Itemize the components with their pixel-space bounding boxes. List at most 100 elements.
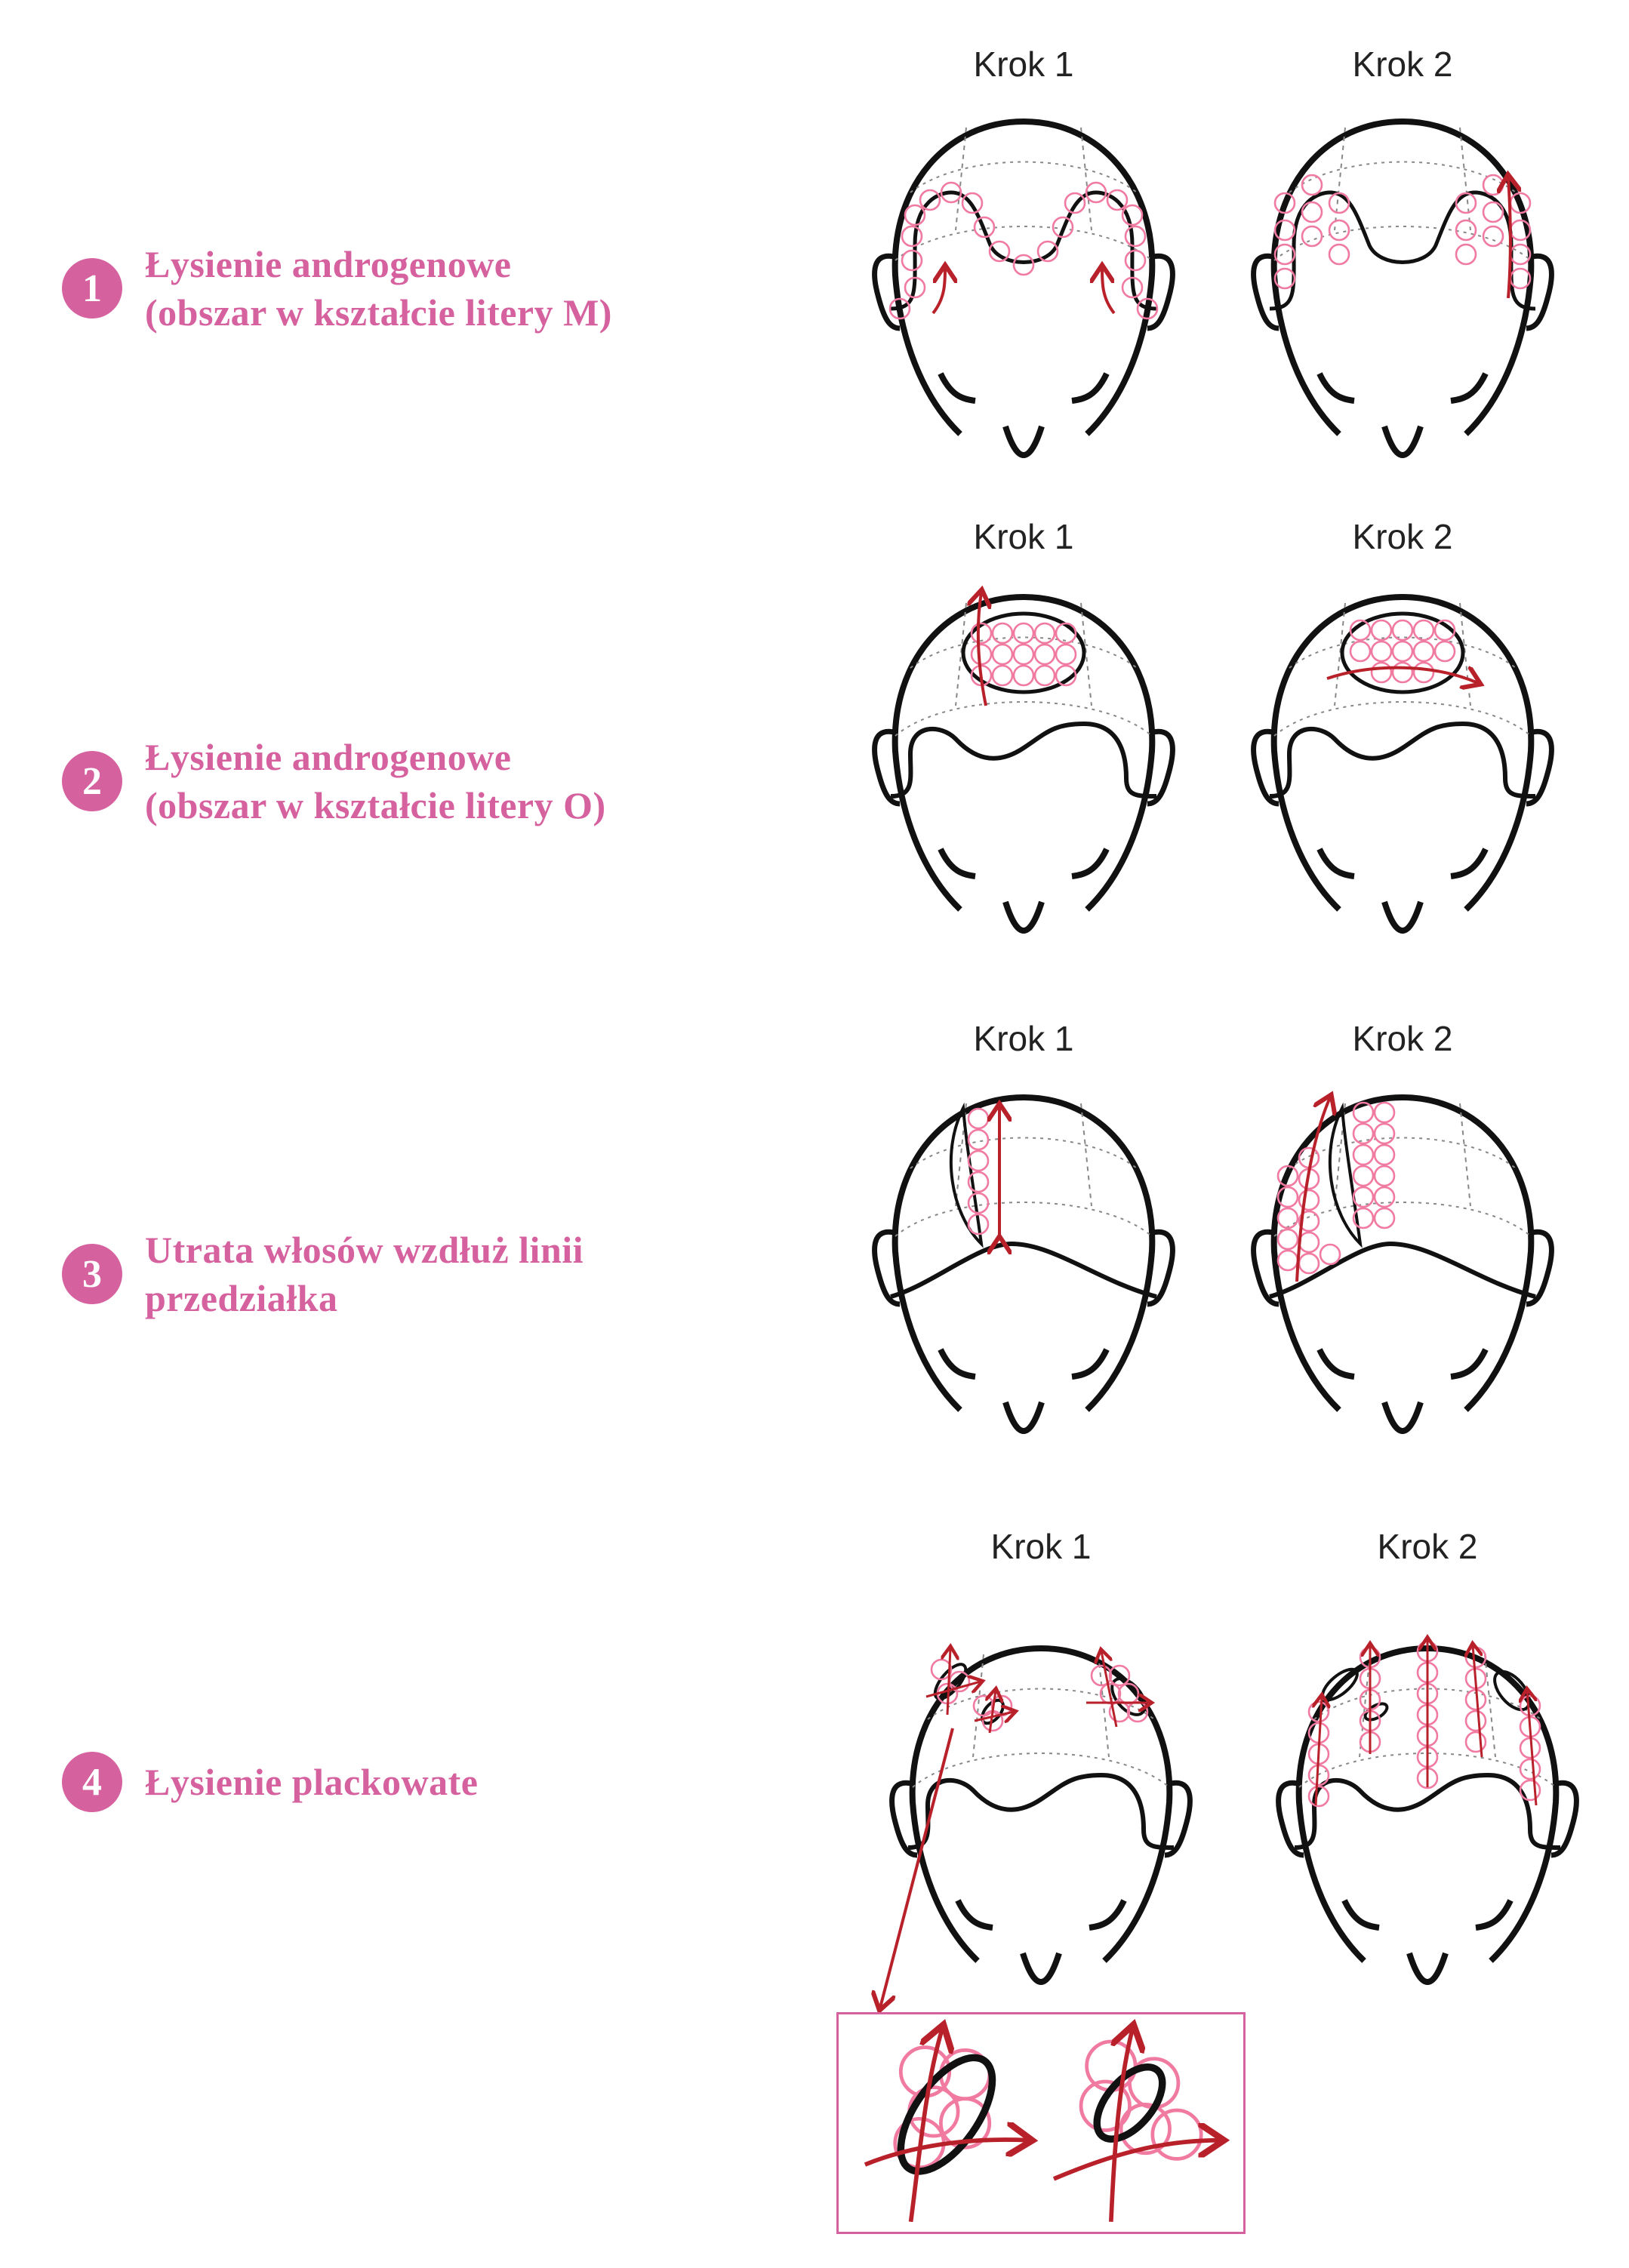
section-subtitle: (obszar w kształcie litery O) xyxy=(145,784,606,826)
placement-circle xyxy=(1298,1252,1320,1275)
placement-circle xyxy=(1328,243,1350,266)
placement-circle xyxy=(1455,243,1477,266)
placement-circle xyxy=(1121,276,1144,299)
placement-circle xyxy=(1433,619,1456,642)
head-diagram-1-step-1 xyxy=(873,109,1175,457)
placement-circle xyxy=(1391,661,1414,684)
placement-circle xyxy=(970,643,993,666)
placement-circle xyxy=(919,189,941,211)
number-badge: 3 xyxy=(62,1244,122,1304)
placement-circle xyxy=(1433,640,1456,663)
placement-circle xyxy=(1033,643,1056,666)
placement-circle xyxy=(967,1149,990,1172)
placement-circle xyxy=(991,643,1014,666)
placement-circle xyxy=(1519,1758,1541,1780)
step-label: Krok 1 xyxy=(973,1019,1074,1058)
placement-circle xyxy=(940,181,962,204)
placement-circle xyxy=(1106,189,1129,211)
placement-circle xyxy=(901,249,923,272)
placement-circle xyxy=(1036,240,1059,263)
placement-circle xyxy=(1352,1207,1375,1229)
placement-circle xyxy=(888,297,911,320)
head-diagram-4-step-1 xyxy=(890,1636,1192,1983)
placement-circle xyxy=(1276,1249,1299,1272)
placement-circle xyxy=(961,192,984,214)
placement-circle xyxy=(1328,219,1350,242)
placement-circle xyxy=(1121,204,1144,226)
placement-circle xyxy=(1464,1709,1487,1732)
placement-circle xyxy=(1090,1664,1113,1687)
placement-circle xyxy=(1307,1785,1330,1808)
placement-circle xyxy=(1391,640,1414,663)
placement-circle xyxy=(1412,619,1435,642)
placement-circle xyxy=(1012,254,1035,276)
placement-circle xyxy=(1391,619,1414,642)
section-2-label: 2 Łysienie androgenowe(obszar w kształci… xyxy=(62,733,606,829)
placement-circle xyxy=(1085,181,1107,204)
placement-circle xyxy=(904,204,926,226)
placement-circle xyxy=(1301,174,1323,196)
number-badge: 1 xyxy=(62,258,122,319)
placement-circle xyxy=(1455,219,1477,242)
placement-circle xyxy=(1349,619,1372,642)
placement-circle xyxy=(1301,225,1323,248)
placement-circle xyxy=(1052,216,1074,238)
placement-circle xyxy=(904,276,926,299)
head-diagram-3-step-2 xyxy=(1252,1085,1554,1433)
placement-circle xyxy=(1298,1189,1320,1211)
step-label: Krok 2 xyxy=(1352,517,1453,556)
placement-circle xyxy=(1352,1186,1375,1208)
placement-circle xyxy=(1273,192,1296,214)
placement-circle xyxy=(1328,192,1350,214)
head-diagram-2-step-1 xyxy=(873,585,1175,932)
step-label: Krok 1 xyxy=(990,1527,1092,1566)
placement-circle xyxy=(1273,243,1296,266)
head-diagram-1-step-2 xyxy=(1252,109,1554,457)
placement-circle xyxy=(1055,664,1077,687)
placement-circle xyxy=(1012,643,1035,666)
placement-circle xyxy=(1370,619,1393,642)
step-label: Krok 2 xyxy=(1377,1527,1478,1566)
step-label: Krok 2 xyxy=(1352,1019,1453,1058)
placement-circle xyxy=(1352,1143,1375,1166)
placement-circle xyxy=(1298,1210,1320,1232)
head-diagram-4-step-2 xyxy=(1276,1636,1578,1983)
placement-circle xyxy=(1482,225,1504,248)
placement-circle xyxy=(967,1128,990,1151)
detail-inset xyxy=(836,2012,1246,2234)
placement-circle xyxy=(1519,1779,1541,1802)
placement-circle xyxy=(1298,1231,1320,1254)
placement-circle xyxy=(1276,1228,1299,1251)
placement-circle xyxy=(1301,201,1323,223)
section-subtitle: przedziałka xyxy=(145,1277,338,1319)
placement-circle xyxy=(1464,1731,1487,1753)
placement-circle xyxy=(970,622,993,645)
placement-circle xyxy=(901,225,923,248)
placement-circle xyxy=(1373,1186,1396,1208)
step-label: Krok 1 xyxy=(973,517,1074,556)
placement-circle xyxy=(1276,1165,1299,1187)
placement-circle xyxy=(1150,2108,1203,2161)
placement-circle xyxy=(1055,643,1077,666)
placement-circle xyxy=(1412,661,1435,684)
placement-circle xyxy=(1055,622,1077,645)
placement-circle xyxy=(1349,640,1372,663)
head-diagram-3-step-1 xyxy=(873,1085,1175,1433)
placement-circle xyxy=(967,1107,990,1130)
number-badge: 4 xyxy=(62,1752,122,1812)
placement-circle xyxy=(1119,2102,1172,2156)
placement-circle xyxy=(1482,201,1504,223)
section-4-label: 4 Łysienie plackowate xyxy=(62,1752,478,1812)
placement-circle xyxy=(1033,622,1056,645)
placement-circle xyxy=(1370,661,1393,684)
placement-circle xyxy=(1373,1207,1396,1229)
placement-circle xyxy=(1276,1207,1299,1229)
placement-circle xyxy=(1033,664,1056,687)
placement-circle xyxy=(1064,192,1086,214)
placement-circle xyxy=(1319,1243,1341,1266)
step-label: Krok 1 xyxy=(973,45,1074,84)
head-diagram-2-step-2 xyxy=(1252,585,1554,932)
section-1-label: 1 Łysienie androgenowe(obszar w kształci… xyxy=(62,240,612,337)
placement-circle xyxy=(1373,1143,1396,1166)
